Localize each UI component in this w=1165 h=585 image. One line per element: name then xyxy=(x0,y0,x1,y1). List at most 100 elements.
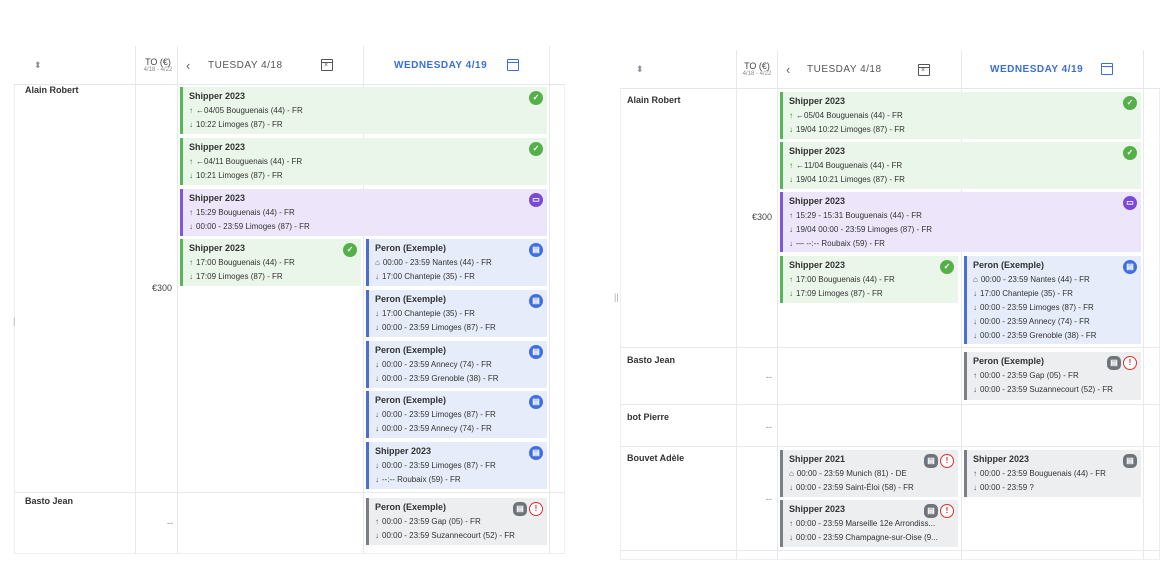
truck-icon: ▭ xyxy=(1123,196,1137,210)
to-column-header[interactable]: TO (€) 4/18 - 4/22 xyxy=(138,46,178,84)
delivery-line: 19/04 00:00 - 23:59 Limoges (87) - FR xyxy=(796,225,933,234)
driver-name[interactable]: Basto Jean xyxy=(25,496,74,506)
prev-chevron-icon[interactable]: ‹ xyxy=(786,61,791,77)
mission-card[interactable]: Shipper 2023 ↑00:00 - 23:59 Marseille 12… xyxy=(780,500,958,547)
arrow-down-icon: ↓ xyxy=(973,385,977,394)
mission-title: Peron (Exemple) xyxy=(375,243,447,253)
mission-card[interactable]: Shipper 2023 ↑15:29 Bouguenais (44) - FR… xyxy=(180,189,547,236)
mission-title: Shipper 2023 xyxy=(189,91,246,101)
arrow-down-icon: ↓ xyxy=(375,360,379,369)
mission-card[interactable]: Shipper 2023 ↑←04/11 Bouguenais (44) - F… xyxy=(180,138,547,185)
day-header-wednesday[interactable]: WEDNESDAY 4/19 xyxy=(990,63,1084,75)
to-label: TO (€) xyxy=(145,57,171,67)
driver-name[interactable]: Alain Robert xyxy=(25,85,79,95)
check-icon: ✓ xyxy=(940,260,954,274)
arrow-down-icon: ↓ xyxy=(189,120,193,129)
delivery-line: 00:00 - 23:59 Limoges (87) - FR xyxy=(980,303,1094,312)
arrow-down-icon: ↓ xyxy=(973,331,977,340)
pickup-line: 00:00 - 23:59 Gap (05) - FR xyxy=(980,371,1079,380)
calendar-today-icon[interactable]: × xyxy=(918,64,930,76)
mission-title: Peron (Exemple) xyxy=(375,395,447,405)
delivery-line: 00:00 - 23:59 Suzannecourt (52) - FR xyxy=(980,385,1113,394)
resize-handle[interactable]: || xyxy=(614,292,619,302)
day-header-tuesday[interactable]: TUESDAY 4/18 xyxy=(208,59,283,71)
document-icon: ▤ xyxy=(529,294,543,308)
arrow-down-icon: ↓ xyxy=(375,410,379,419)
arrow-down-icon: ↓ xyxy=(189,272,193,281)
sort-icon[interactable]: ⬍ xyxy=(636,63,644,74)
mission-card[interactable]: Peron (Exemple) ↑00:00 - 23:59 Gap (05) … xyxy=(366,498,547,545)
check-icon: ✓ xyxy=(1123,96,1137,110)
mission-card[interactable]: Shipper 2021 ⌂00:00 - 23:59 Munich (81) … xyxy=(780,450,958,497)
mission-card[interactable]: Shipper 2023 ↑←04/05 Bouguenais (44) - F… xyxy=(180,87,547,134)
warning-icon: ! xyxy=(1123,356,1137,370)
mission-card[interactable]: Shipper 2023 ↑15:29 - 15:31 Bouguenais (… xyxy=(780,192,1141,252)
mission-card[interactable]: Shipper 2023 ↑←11/04 Bouguenais (44) - F… xyxy=(780,142,1141,189)
pickup-line: 00:00 - 23:59 Gap (05) - FR xyxy=(382,517,481,526)
delivery-line: 00:00 - 23:59 Limoges (87) - FR xyxy=(196,222,310,231)
mission-card[interactable]: Peron (Exemple) ⌂00:00 - 23:59 Nantes (4… xyxy=(366,239,547,286)
document-icon: ▤ xyxy=(1107,356,1121,370)
to-column-header[interactable]: TO (€) 4/18 - 4/22 xyxy=(737,50,777,88)
arrow-up-icon: ↑ xyxy=(789,211,793,220)
delivery-line: 00:00 - 23:59 Limoges (87) - FR xyxy=(382,323,496,332)
delivery-line: 00:00 - 23:59 Champagne-sur-Oise (9... xyxy=(796,533,938,542)
mission-title: Shipper 2023 xyxy=(189,142,246,152)
day-header-tuesday[interactable]: TUESDAY 4/18 xyxy=(807,63,882,75)
mission-card[interactable]: Peron (Exemple) ⌂00:00 - 23:59 Nantes (4… xyxy=(964,256,1141,344)
arrow-down-icon: ↓ xyxy=(375,323,379,332)
delivery-line: 00:00 - 23:59 Grenoble (38) - FR xyxy=(980,331,1097,340)
mission-title: Shipper 2023 xyxy=(789,260,846,270)
arrow-up-icon: ↑ xyxy=(189,157,193,166)
sort-icon[interactable]: ⬍ xyxy=(34,59,42,70)
delivery-line: 00:00 - 23:59 ? xyxy=(980,483,1034,492)
arrow-up-icon: ↑ xyxy=(375,517,379,526)
left-panel: ⬍ TO (€) 4/18 - 4/22 ‹ TUESDAY 4/18 × WE… xyxy=(14,46,565,554)
pickup-line: 00:00 - 23:59 Munich (81) - DE xyxy=(796,469,907,478)
mission-title: Shipper 2023 xyxy=(189,193,246,203)
calendar-today-icon[interactable]: × xyxy=(321,59,333,71)
delivery-line: --:-- Roubaix (59) - FR xyxy=(382,475,461,484)
pickup-line: 15:29 - 15:31 Bouguenais (44) - FR xyxy=(796,211,922,220)
driver-name[interactable]: Bouvet Adèle xyxy=(627,453,685,463)
warning-icon: ! xyxy=(940,504,954,518)
mission-card[interactable]: Shipper 2023 ↓00:00 - 23:59 Limoges (87)… xyxy=(366,442,547,489)
driver-revenue: €300 xyxy=(152,283,173,293)
driver-name[interactable]: Basto Jean xyxy=(627,355,676,365)
pickup-line: ←04/05 Bouguenais (44) - FR xyxy=(196,106,303,115)
mission-title: Peron (Exemple) xyxy=(973,356,1045,366)
to-range: 4/18 - 4/22 xyxy=(742,71,772,77)
mission-card[interactable]: Shipper 2023 ↑←05/04 Bouguenais (44) - F… xyxy=(780,92,1141,139)
pickup-line: 00:00 - 23:59 Nantes (44) - FR xyxy=(382,258,492,267)
pickup-line: ←04/11 Bouguenais (44) - FR xyxy=(196,157,303,166)
calendar-icon[interactable] xyxy=(507,59,519,71)
resize-handle[interactable]: | xyxy=(13,316,16,326)
arrow-up-icon: ↑ xyxy=(189,258,193,267)
pickup-line: 15:29 Bouguenais (44) - FR xyxy=(196,208,295,217)
driver-name[interactable]: bot Pierre xyxy=(627,412,670,422)
arrow-down-icon: ↓ xyxy=(789,533,793,542)
check-icon: ✓ xyxy=(343,243,357,257)
day-header-wednesday[interactable]: WEDNESDAY 4/19 xyxy=(394,59,488,71)
pickup-line: 17:00 Chantepie (35) - FR xyxy=(382,309,475,318)
mission-card[interactable]: Peron (Exemple) ↓00:00 - 23:59 Annecy (7… xyxy=(366,341,547,388)
check-icon: ✓ xyxy=(529,91,543,105)
calendar-icon[interactable] xyxy=(1101,63,1113,75)
mission-card[interactable]: Shipper 2023 ↑17:00 Bouguenais (44) - FR… xyxy=(180,239,361,286)
mission-card[interactable]: Shipper 2023 ↑00:00 - 23:59 Bouguenais (… xyxy=(964,450,1141,497)
arrow-down-icon: ↓ xyxy=(789,483,793,492)
arrow-down-icon: ↓ xyxy=(789,289,793,298)
document-icon: ▤ xyxy=(1123,454,1137,468)
driver-name[interactable]: Alain Robert xyxy=(627,95,681,105)
prev-chevron-icon[interactable]: ‹ xyxy=(186,57,191,73)
arrow-down-icon: ↓ xyxy=(789,239,793,248)
check-icon: ✓ xyxy=(1123,146,1137,160)
mission-card[interactable]: Peron (Exemple) ↓17:00 Chantepie (35) - … xyxy=(366,290,547,337)
mission-title: Shipper 2023 xyxy=(789,196,846,206)
pickup-line: 00:00 - 23:59 Annecy (74) - FR xyxy=(382,360,492,369)
mission-card[interactable]: Shipper 2023 ↑17:00 Bouguenais (44) - FR… xyxy=(780,256,958,303)
document-icon: ▤ xyxy=(529,345,543,359)
mission-card[interactable]: Peron (Exemple) ↓00:00 - 23:59 Limoges (… xyxy=(366,391,547,438)
mission-card[interactable]: Peron (Exemple) ↑00:00 - 23:59 Gap (05) … xyxy=(964,352,1141,400)
delivery-line: — --:-- Roubaix (59) - FR xyxy=(796,239,885,248)
